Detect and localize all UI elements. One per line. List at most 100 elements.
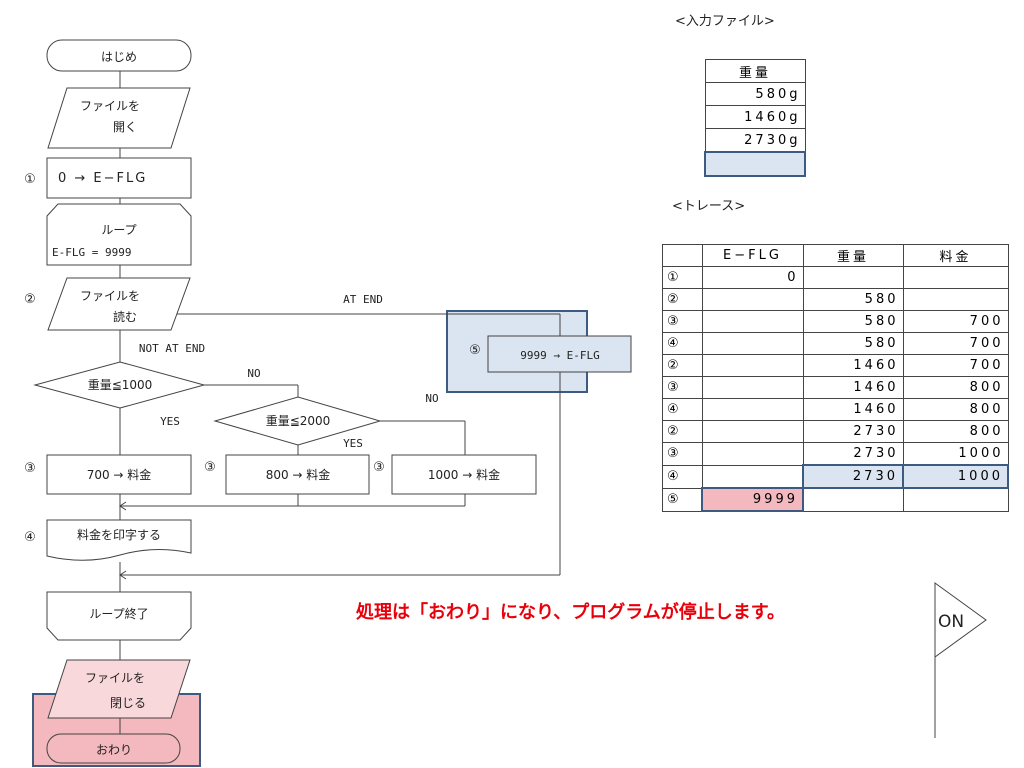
flowchart: はじめ ファイルを 開く ① 0 → E−FLG ループ E-FLG = 999… [24, 39, 632, 767]
input-row: 580g [704, 82, 806, 106]
step3a-process [46, 454, 192, 495]
trace-step: ① [662, 266, 703, 289]
trace-weight: 580 [802, 332, 904, 355]
read-file-line2: 読む [113, 309, 137, 324]
not-at-end-label: NOT AT END [139, 342, 205, 355]
trace-header: E−FLG [701, 244, 804, 267]
decision-weight-1000 [33, 361, 206, 409]
step5-process [487, 335, 632, 373]
trace-weight: 580 [802, 288, 904, 311]
trace-weight: 580 [802, 310, 904, 333]
step5-marker: ⑤ [469, 343, 481, 358]
trace-title: <トレース> [672, 199, 746, 214]
yes2-label: YES [343, 437, 363, 450]
stop-message: 処理は「おわり」になり、プログラムが停止します。 [356, 602, 785, 623]
start-label: はじめ [101, 50, 137, 64]
step1-label: 0 → E−FLG [58, 171, 147, 186]
trace-weight [802, 487, 904, 512]
no1-label: NO [247, 367, 260, 380]
trace-weight-highlight: 2730 [802, 464, 904, 489]
read-file-line1: ファイルを [80, 289, 140, 303]
step1-process [46, 157, 192, 199]
flag-on-icon: ON [934, 582, 987, 738]
trace-fee: 700 [902, 332, 1009, 355]
trace-fee [902, 266, 1009, 289]
step3c-marker: ③ [373, 460, 385, 475]
decision2-label: 重量≦2000 [266, 414, 331, 428]
trace-weight: 2730 [802, 420, 904, 443]
trace-fee [902, 288, 1009, 311]
step3b-label: 800 → 料金 [266, 467, 331, 482]
loop-end [46, 591, 192, 641]
input-file-title: <入力ファイル> [675, 14, 775, 29]
trace-header: 料金 [902, 244, 1009, 267]
trace-eflg [701, 310, 804, 333]
read-file-io [47, 277, 191, 331]
step3b-process [225, 454, 370, 495]
step5-label: 9999 → E-FLG [520, 349, 599, 362]
trace-eflg [701, 332, 804, 355]
trace-eflg [701, 442, 804, 466]
trace-header [662, 244, 703, 267]
trace-weight: 1460 [802, 376, 904, 399]
print-label: 料金を印字する [77, 527, 161, 542]
trace-eflg [701, 398, 804, 421]
trace-fee: 700 [902, 354, 1009, 377]
trace-fee-highlight: 1000 [902, 464, 1009, 489]
loop-start-line2: E-FLG = 9999 [52, 246, 131, 259]
trace-eflg [701, 376, 804, 399]
no2-label: NO [425, 392, 438, 405]
close-file-line2: 閉じる [110, 696, 146, 710]
trace-eflg [701, 420, 804, 443]
input-row-eof [704, 151, 806, 177]
trace-fee: 800 [902, 376, 1009, 399]
decision1-label: 重量≦1000 [88, 378, 153, 392]
trace-fee: 700 [902, 310, 1009, 333]
trace-fee: 1000 [902, 442, 1009, 466]
step1-marker: ① [24, 172, 36, 187]
trace-eflg [701, 464, 804, 489]
trace-step: ③ [662, 310, 703, 333]
trace-weight: 2730 [802, 442, 904, 466]
step3c-label: 1000 → 料金 [428, 467, 500, 482]
trace-fee: 800 [902, 420, 1009, 443]
close-file-line1: ファイルを [85, 671, 145, 685]
decision-weight-2000 [213, 396, 382, 446]
trace-eflg: 0 [701, 266, 804, 289]
trace-step: ② [662, 354, 703, 377]
step3c-process [391, 454, 537, 495]
step3b-marker: ③ [204, 460, 216, 475]
trace-step: ③ [662, 442, 703, 466]
open-file-line2: 開く [113, 120, 137, 134]
input-file-header: 重量 [704, 59, 806, 83]
open-file-io [47, 87, 191, 149]
trace-eflg [701, 354, 804, 377]
print-document [46, 519, 192, 561]
end-label: おわり [96, 743, 132, 757]
trace-weight: 1460 [802, 398, 904, 421]
trace-fee [902, 487, 1009, 512]
yes1-label: YES [160, 415, 180, 428]
step3a-label: 700 → 料金 [87, 467, 152, 482]
step4-marker: ④ [24, 530, 36, 545]
trace-weight: 1460 [802, 354, 904, 377]
trace-header: 重量 [802, 244, 904, 267]
loop-start [46, 203, 192, 266]
input-row: 1460g [704, 105, 806, 129]
at-end-label: AT END [343, 293, 383, 306]
trace-eflg-highlight: 9999 [701, 487, 804, 512]
trace-step: ④ [662, 464, 703, 489]
trace-step: ③ [662, 376, 703, 399]
